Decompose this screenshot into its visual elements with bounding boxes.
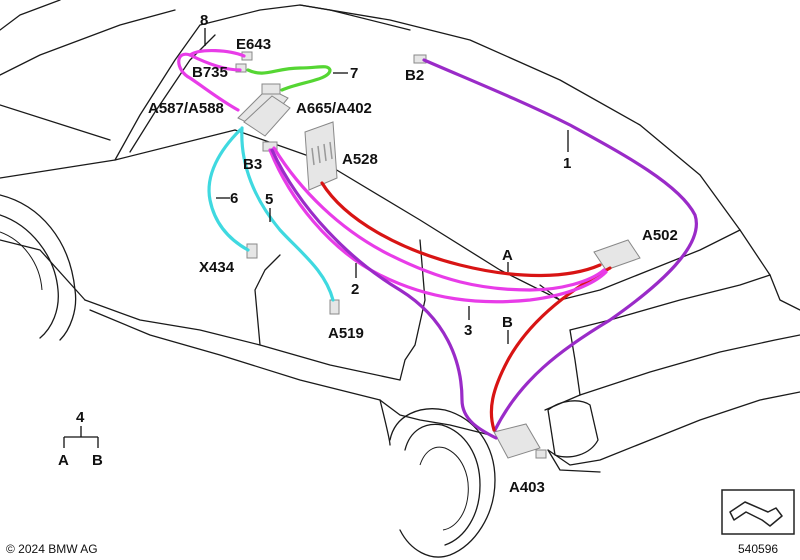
wire-3-purple [270, 148, 498, 440]
wire-a [320, 181, 602, 278]
callout-numbers: 8 7 1 6 5 2 3 A B [200, 12, 571, 339]
callout-5: 5 [265, 191, 273, 208]
wire-2 [272, 146, 606, 292]
callout-3: 3 [464, 322, 472, 339]
image-number: 540596 [738, 542, 778, 556]
wire-6 [207, 128, 250, 252]
legend-right: B [92, 452, 103, 469]
navigation-arrow-icon [721, 489, 795, 535]
label-a502: A502 [642, 227, 678, 244]
callout-6: 6 [230, 190, 238, 207]
label-b735: B735 [192, 64, 228, 81]
label-a665-a402: A665/A402 [296, 100, 372, 117]
label-a587-a588: A587/A588 [148, 100, 224, 117]
legend-number: 4 [76, 409, 85, 426]
wire-5 [240, 126, 335, 302]
b2-sensor [413, 54, 427, 64]
label-x434: X434 [199, 259, 235, 276]
a519-connector [329, 299, 340, 315]
a403-module [493, 423, 541, 459]
callout-2: 2 [351, 281, 359, 298]
a528-panel [304, 121, 338, 191]
wire-7 [246, 65, 332, 92]
wire-8-top [188, 49, 246, 58]
label-a403: A403 [509, 479, 545, 496]
a403-plug [535, 449, 547, 459]
b735-sensor [235, 63, 247, 73]
wiring-harnesses [177, 49, 698, 440]
legend-left: A [58, 452, 69, 469]
label-b2: B2 [405, 67, 424, 84]
legend-tree: 4 A B [58, 409, 103, 469]
callout-7: 7 [350, 65, 358, 82]
callout-b: B [502, 314, 513, 331]
callout-1: 1 [563, 155, 571, 172]
components [235, 51, 641, 459]
a665-box [261, 83, 281, 95]
label-e643: E643 [236, 36, 271, 53]
label-a528: A528 [342, 151, 378, 168]
component-labels: E643 B735 A587/A588 A665/A402 B2 B3 A528… [148, 36, 678, 496]
callout-a: A [502, 247, 513, 264]
wire-8 [177, 52, 242, 112]
copyright-text: © 2024 BMW AG [6, 542, 98, 556]
wire-3 [268, 148, 608, 304]
wire-1 [422, 58, 698, 432]
label-b3: B3 [243, 156, 262, 173]
a502-module [593, 239, 641, 271]
leader-lines [204, 28, 569, 344]
label-a519: A519 [328, 325, 364, 342]
callout-8: 8 [200, 12, 208, 29]
a588-module [243, 95, 291, 137]
